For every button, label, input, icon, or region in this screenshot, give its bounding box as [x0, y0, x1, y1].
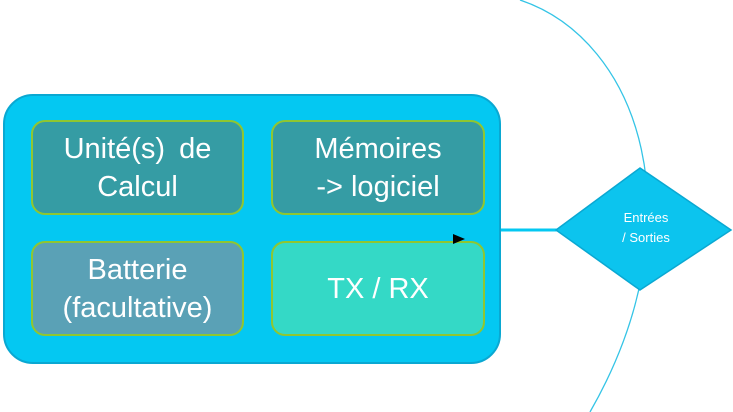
txrx-label: TX / RX — [327, 272, 429, 305]
boundary-arc — [519, 0, 649, 412]
calc-unit-label: Unité(s) de Calcul — [63, 132, 212, 203]
memory-block: Mémoires -> logiciel — [271, 120, 485, 215]
memory-label: Mémoires -> logiciel — [314, 132, 442, 203]
txrx-block: TX / RX — [271, 241, 485, 336]
io-diamond — [554, 167, 733, 291]
battery-label: Batterie (facultative) — [62, 253, 213, 324]
battery-block: Batterie (facultative) — [31, 241, 244, 336]
calc-unit-block: Unité(s) de Calcul — [31, 120, 244, 215]
io-node-label: Entrées / Sorties — [622, 210, 670, 245]
